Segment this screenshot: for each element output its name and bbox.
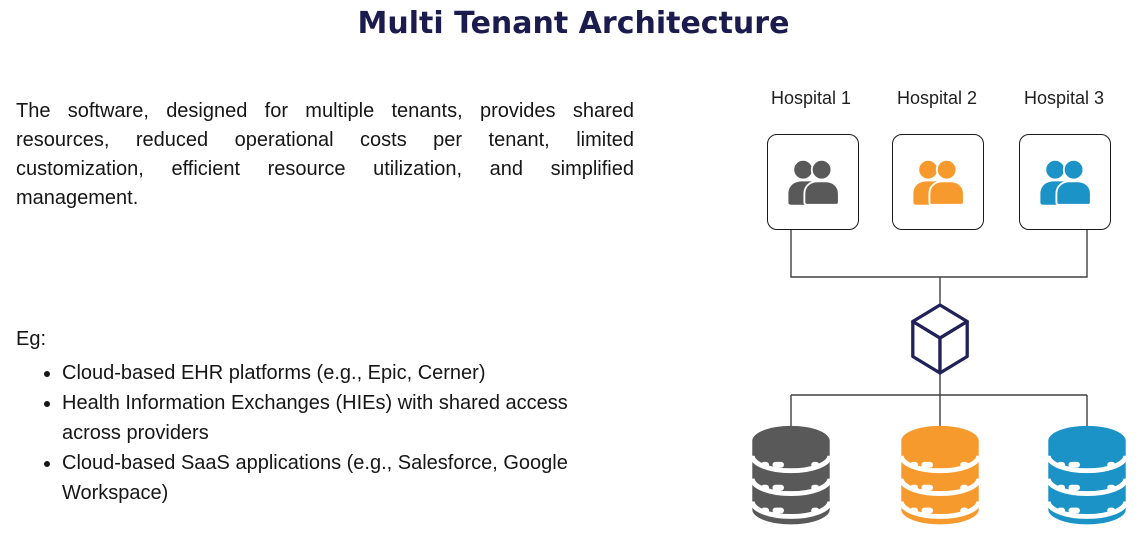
tenant-box-hospital-1 <box>767 134 859 230</box>
database-icon <box>749 425 833 525</box>
users-icon <box>788 158 840 206</box>
connector-lines <box>790 225 1088 427</box>
list-item: Health Information Exchanges (HIEs) with… <box>62 388 586 448</box>
tenant-box-hospital-2 <box>892 134 984 230</box>
list-item: Cloud-based EHR platforms (e.g., Epic, C… <box>62 358 586 388</box>
users-icon <box>913 158 965 206</box>
page-title: Multi Tenant Architecture <box>357 6 790 41</box>
tenant-label-hospital-2: Hospital 2 <box>896 88 978 108</box>
tenant-label-hospital-3: Hospital 3 <box>1023 88 1105 108</box>
examples-label: Eg: <box>16 328 47 350</box>
examples-list: Cloud-based EHR platforms (e.g., Epic, C… <box>16 358 586 508</box>
cube-icon <box>911 303 969 375</box>
tenant-label-hospital-1: Hospital 1 <box>770 88 852 108</box>
examples-section: Eg: Cloud-based EHR platforms (e.g., Epi… <box>16 324 586 508</box>
database-icon <box>898 425 982 525</box>
users-icon <box>1040 158 1092 206</box>
architecture-diagram: Hospital 1 Hospital 2 Hospital 3 <box>730 85 1147 544</box>
description-text: The software, designed for multiple tena… <box>16 100 634 209</box>
list-item: Cloud-based SaaS applications (e.g., Sal… <box>62 448 586 508</box>
tenant-box-hospital-3 <box>1019 134 1111 230</box>
database-icon <box>1045 425 1129 525</box>
